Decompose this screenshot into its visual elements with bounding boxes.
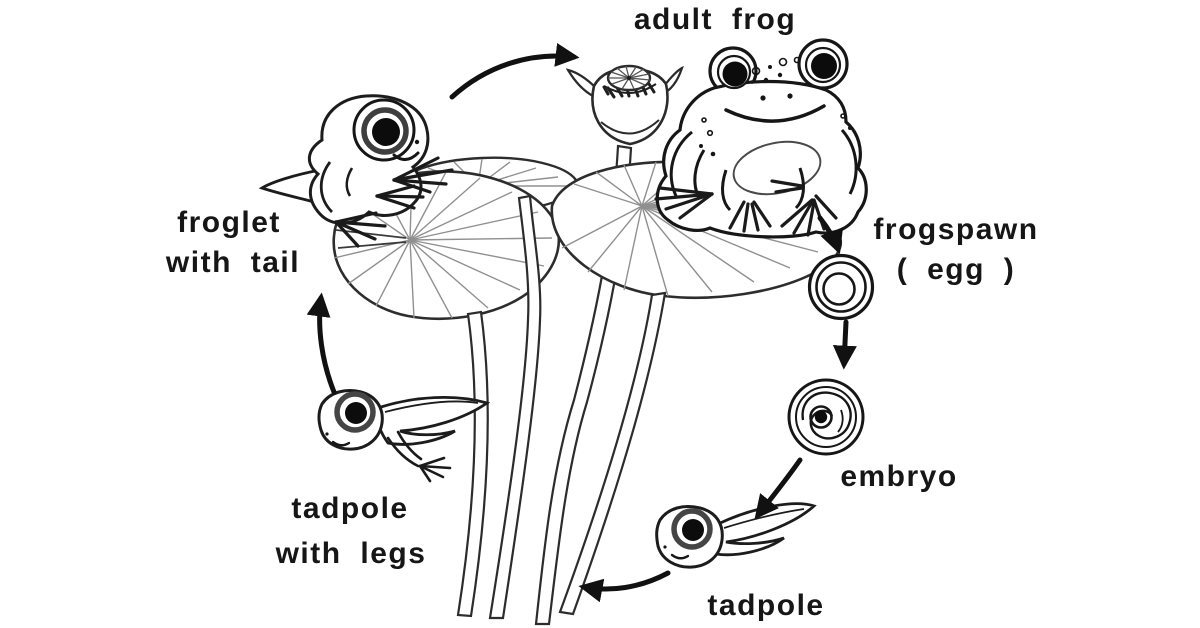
tadpole-figure [655,502,817,569]
tadpole-legs-smile [331,440,351,447]
label-tadpole-with-legs-2: with legs [275,537,427,570]
label-tadpole-with-legs-1: tadpole [291,492,409,525]
arrow-legs-to-froglet [306,292,337,395]
arrow-frogspawn-to-embryo [832,319,857,370]
adult-frog-spots [701,56,846,137]
label-embryo: embryo [840,460,958,493]
adult-frog-body [655,79,868,239]
froglet-nostril [414,139,420,145]
froglet-eye-pupil [372,118,400,146]
frogspawn-figure [807,253,875,321]
adult-frog-figure [654,38,868,239]
arrow-tadpole-to-legs [578,570,671,603]
tadpole-smile [670,553,690,560]
tadpole-legs-eye-pupil [345,402,367,424]
arrow-adult-to-frogspawn [817,215,843,255]
label-froglet-2: with tail [165,246,301,279]
tadpole-with-legs-figure [317,389,491,483]
adult-frog-smile [724,104,826,123]
froglet-smile [392,151,420,161]
label-tadpole: tadpole [707,589,825,622]
tadpole-eye-pupil [682,519,704,541]
adult-frog-nostril [787,93,793,99]
adult-frog-toes [654,179,838,237]
label-adult-frog: adult frog [633,3,797,36]
froglet-toes [334,156,454,248]
arrow-froglet-to-adult [449,43,580,100]
left-pad-cleft [335,229,407,249]
froglet-figure [258,94,454,248]
tadpole-legs-leg [386,430,452,483]
label-frogspawn: frogspawn [873,213,1039,246]
embryo-figure [787,378,865,456]
tadpole-legs-tail [375,396,491,446]
adult-frog-nostril [760,95,766,101]
cycle-arrows [306,43,857,603]
label-frogspawn-egg: ( egg ) [896,253,1016,286]
label-froglet-1: froglet [177,206,281,239]
arrow-embryo-to-tadpole [754,457,803,520]
water-lily-flower [565,64,684,146]
